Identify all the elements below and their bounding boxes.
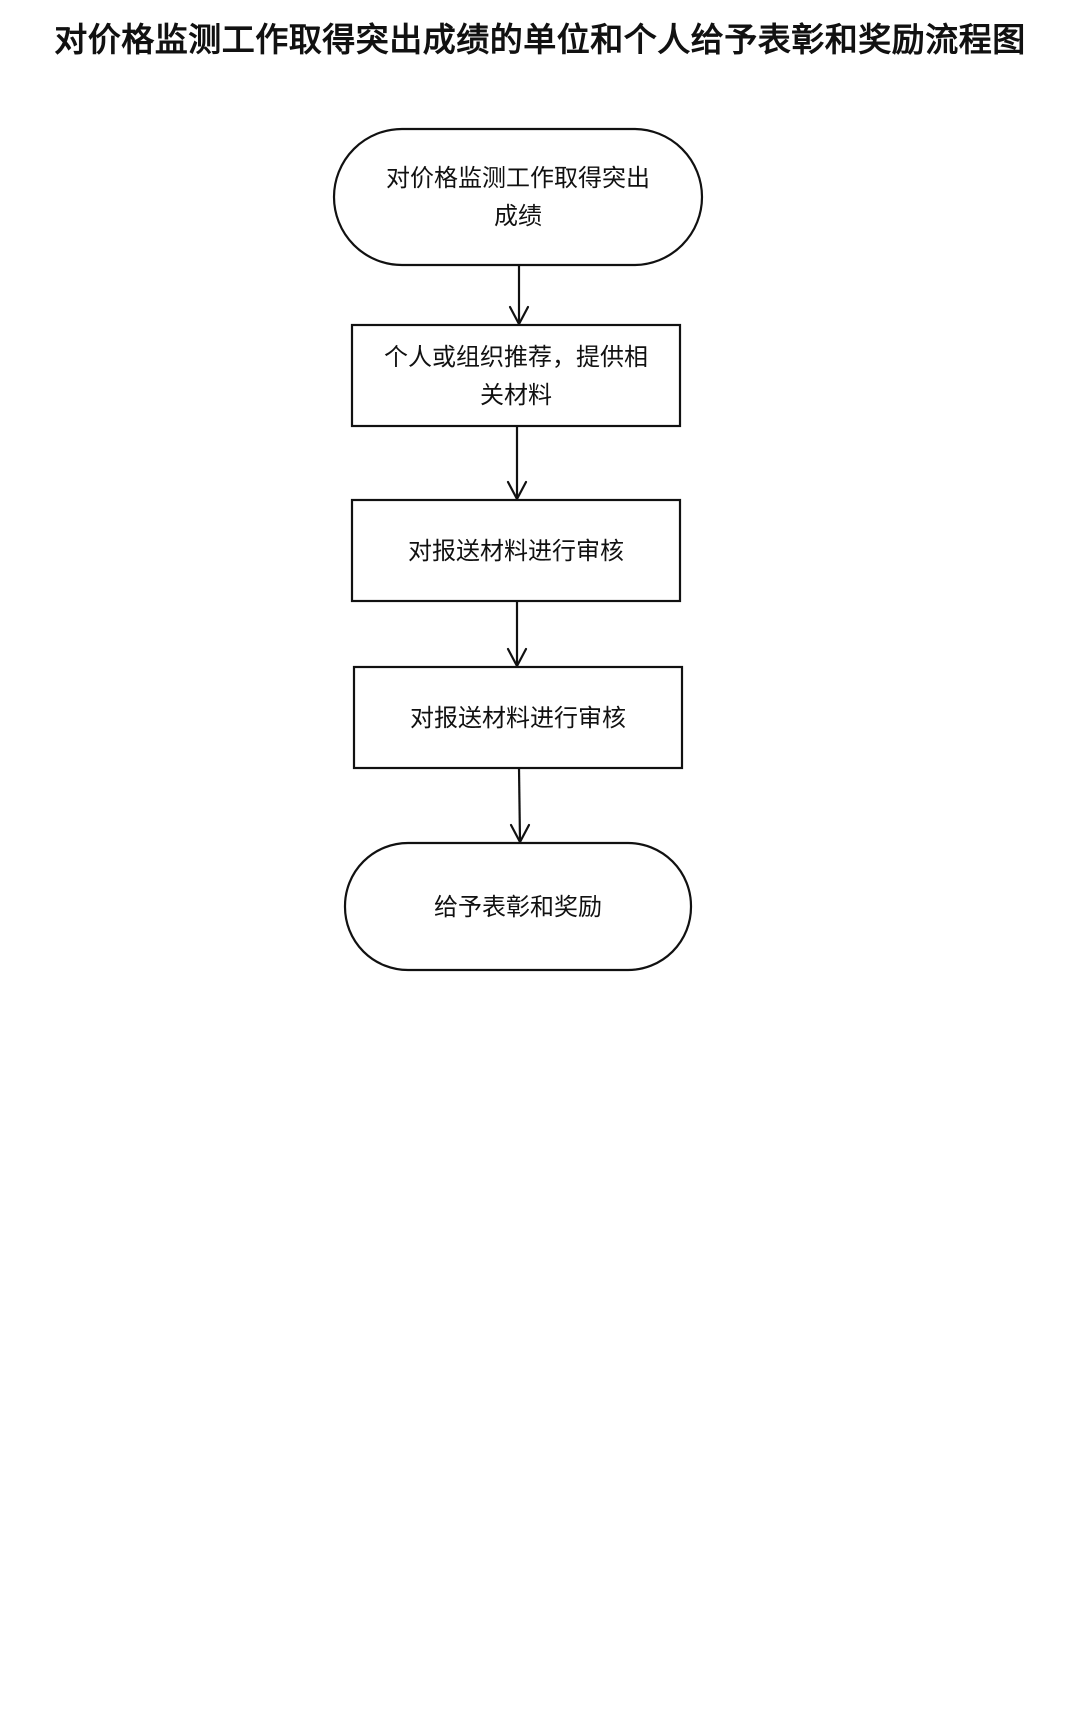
- edge-start-recommend: [508, 265, 530, 326]
- edge-recommend-review-1: [506, 426, 528, 501]
- end-terminal-label: 给予表彰和奖励: [434, 892, 602, 921]
- recommend-process-label: 个人或组织推荐，提供相关材料: [384, 342, 648, 409]
- end-terminal-shape: [343, 841, 693, 972]
- review-1-process-label: 对报送材料进行审核: [408, 536, 624, 565]
- review-2-process-shape: [352, 665, 684, 770]
- review-1-process-shape: [350, 498, 682, 603]
- page-title: 对价格监测工作取得突出成绩的单位和个人给予表彰和奖励流程图: [54, 20, 1026, 59]
- edge-review-2-end: [509, 767, 531, 844]
- start-terminal-label: 对价格监测工作取得突出成绩: [386, 164, 650, 230]
- edge-review-1-review-2: [506, 601, 528, 668]
- review-2-process-label: 对报送材料进行审核: [410, 703, 626, 732]
